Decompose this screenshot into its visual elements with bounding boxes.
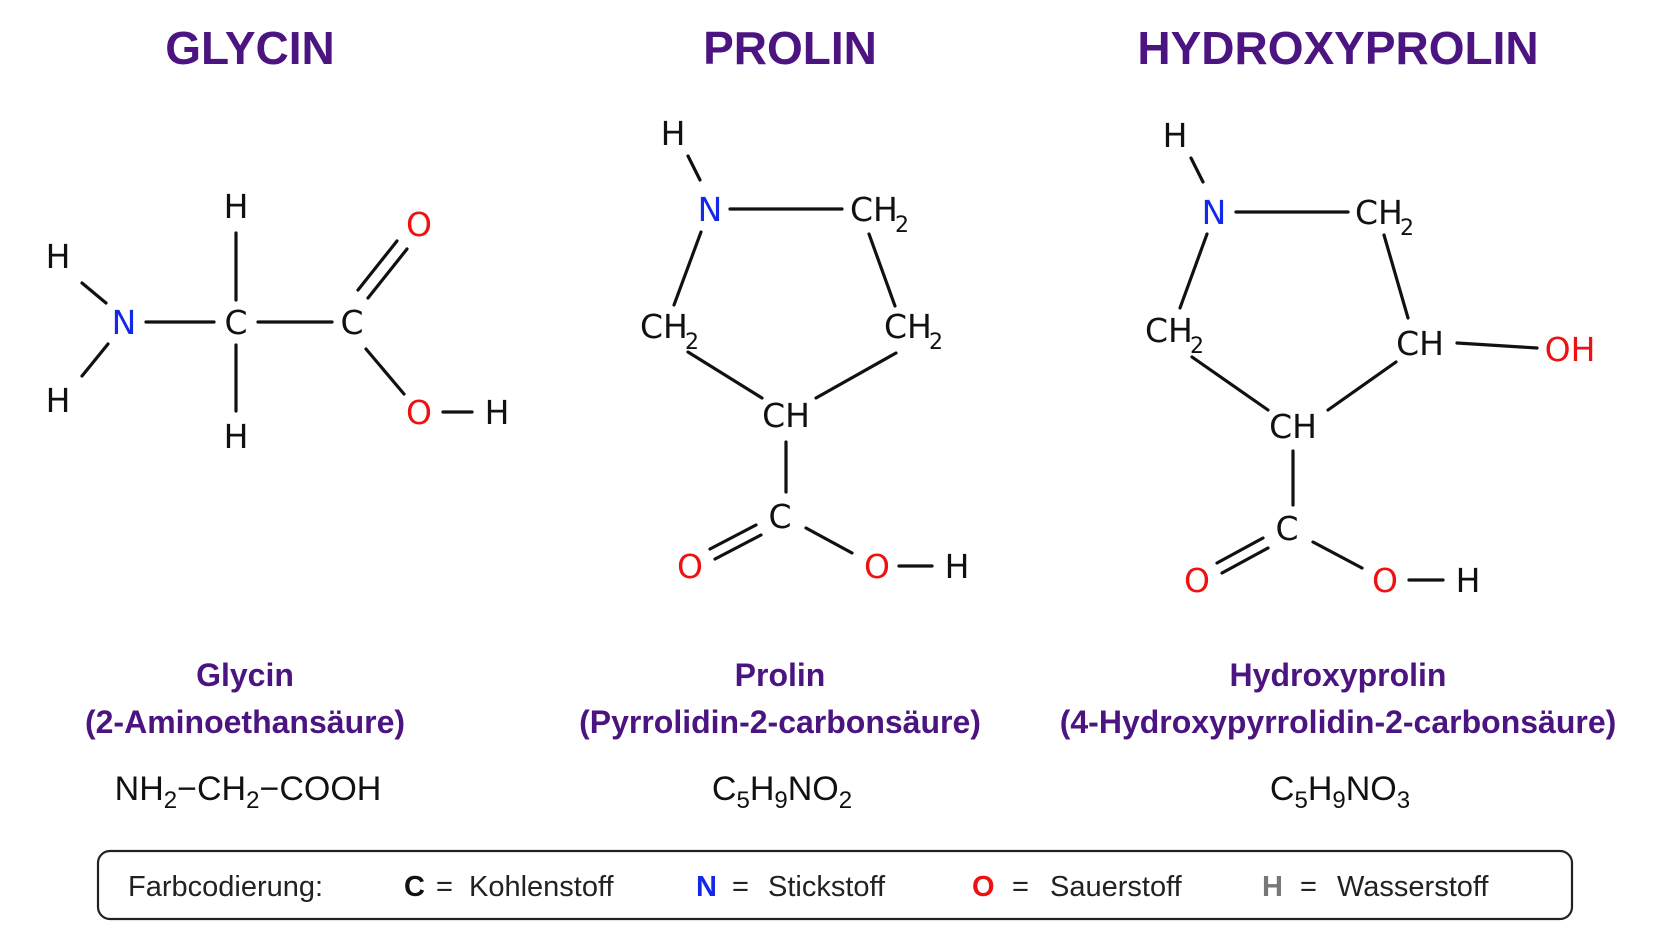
bond — [80, 342, 110, 378]
atom-h: H — [661, 114, 686, 153]
legend-symbol-h: H — [1262, 871, 1283, 903]
atom-ch2-base: CH — [884, 307, 932, 346]
bond — [1178, 232, 1209, 310]
caption-prolin-name: Prolin — [735, 657, 826, 693]
bond — [1190, 355, 1270, 412]
bond — [672, 230, 703, 307]
caption-glycin-name: Glycin — [196, 657, 294, 693]
atom-n: N — [698, 190, 723, 229]
atom-n: N — [112, 303, 137, 342]
double-bond — [1220, 546, 1270, 575]
atom-h: H — [1163, 116, 1188, 155]
atom-ch: CH — [762, 396, 810, 435]
double-bond — [708, 523, 758, 551]
bond — [1189, 156, 1205, 184]
atom-ch: CH — [1396, 324, 1444, 363]
legend-text-h: Wasserstoff — [1337, 871, 1489, 903]
legend-label: Farbcodierung: — [128, 871, 323, 903]
atom-ch2: CH 2 — [640, 307, 699, 355]
atom-ch2-sub: 2 — [929, 330, 943, 355]
double-bond — [1215, 536, 1265, 565]
bond — [814, 351, 898, 400]
atom-h: H — [224, 187, 249, 226]
atom-ch2-sub: 2 — [1190, 334, 1204, 359]
bond — [364, 347, 406, 396]
atom-o: O — [864, 547, 890, 586]
bond — [1311, 540, 1364, 570]
legend-eq: = — [1012, 871, 1029, 903]
legend-eq: = — [732, 871, 749, 903]
atom-ch2: CH 2 — [1355, 193, 1414, 241]
bond — [867, 232, 897, 308]
formula-prolin: C5H9NO2 — [712, 770, 852, 814]
atom-ch2-sub: 2 — [685, 330, 699, 355]
atom-n: N — [1202, 193, 1227, 232]
atom-h: H — [46, 381, 71, 420]
atom-ch2: CH 2 — [1145, 311, 1204, 359]
legend-text-c: Kohlenstoff — [469, 871, 615, 903]
atom-c: C — [1275, 509, 1298, 548]
bond — [1382, 233, 1410, 320]
bond — [686, 154, 702, 182]
atom-h: H — [46, 237, 71, 276]
atom-ch2: CH 2 — [850, 190, 909, 238]
legend-eq: = — [1300, 871, 1317, 903]
caption-glycin-iupac: (2-Aminoethansäure) — [85, 704, 405, 740]
atom-ch: CH — [1269, 407, 1317, 446]
title-prolin: PROLIN — [703, 22, 877, 74]
atom-c: C — [340, 303, 363, 342]
bond — [686, 350, 764, 400]
legend-eq: = — [436, 871, 453, 903]
bond — [1326, 360, 1398, 412]
bond — [804, 526, 854, 555]
double-bond — [713, 533, 763, 561]
caption-prolin-iupac: (Pyrrolidin-2-carbonsäure) — [579, 704, 981, 740]
atom-ch2-base: CH — [1355, 193, 1403, 232]
atom-o: O — [1184, 561, 1210, 600]
hydroxyprolin-structure: H N CH 2 CH 2 CH OH CH C O O H — [1145, 116, 1595, 600]
color-legend: Farbcodierung: C = Kohlenstoff N = Stick… — [96, 849, 1574, 921]
bond — [1455, 341, 1539, 350]
caption-hydroxyprolin-name: Hydroxyprolin — [1230, 657, 1447, 693]
legend-symbol-n: N — [696, 871, 717, 903]
atom-h: H — [485, 393, 510, 432]
legend-box — [96, 849, 1574, 921]
atom-c: C — [224, 303, 247, 342]
glycin-structure: H H N C H H C O O H — [46, 187, 510, 456]
atom-ch2-sub: 2 — [1400, 216, 1414, 241]
double-bond — [356, 239, 399, 292]
legend-text-o: Sauerstoff — [1050, 871, 1183, 903]
formula-glycin: NH2−CH2−COOH — [115, 770, 382, 814]
title-hydroxyprolin: HYDROXYPROLIN — [1137, 22, 1538, 74]
bond — [80, 281, 108, 305]
title-glycin: GLYCIN — [165, 22, 335, 74]
atom-ch2-base: CH — [1145, 311, 1193, 350]
formula-hydroxyprolin: C5H9NO3 — [1270, 770, 1410, 814]
legend-symbol-c: C — [404, 871, 425, 903]
legend-text-n: Stickstoff — [768, 871, 886, 903]
atom-o: O — [1372, 561, 1398, 600]
atom-ch2-sub: 2 — [895, 213, 909, 238]
atom-ch2: CH 2 — [884, 307, 943, 355]
atom-oh: OH — [1545, 330, 1596, 369]
atom-ch2-base: CH — [640, 307, 688, 346]
atom-h: H — [945, 547, 970, 586]
atom-c: C — [768, 497, 791, 536]
caption-hydroxyprolin-iupac: (4-Hydroxypyrrolidin-2-carbonsäure) — [1060, 704, 1617, 740]
double-bond — [366, 247, 409, 300]
atom-h: H — [224, 417, 249, 456]
atom-o: O — [406, 205, 432, 244]
atom-o: O — [677, 547, 703, 586]
legend-symbol-o: O — [972, 871, 995, 903]
prolin-structure: H N CH 2 CH 2 CH 2 CH C O O H — [640, 114, 969, 586]
atom-ch2-base: CH — [850, 190, 898, 229]
atom-h: H — [1456, 561, 1481, 600]
atom-o: O — [406, 393, 432, 432]
